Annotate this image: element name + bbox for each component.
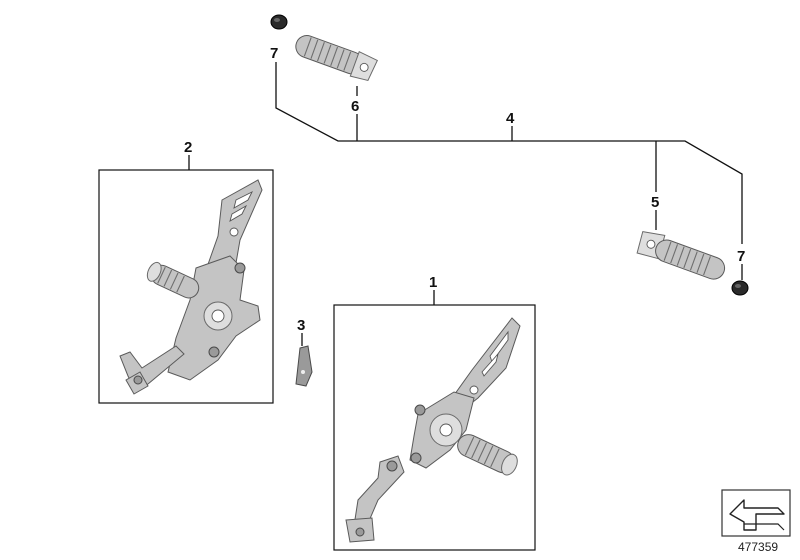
corner-arrow-icon [721,489,791,537]
footpeg-6 [295,35,378,82]
callout-3: 3 [297,317,305,334]
rubber-cap-bottom [731,280,749,296]
rearset-assembly-2 [119,179,263,395]
callout-1: 1 [429,274,437,291]
callout-7-top: 7 [270,45,278,62]
rearset-assembly-1 [345,317,521,543]
bracket-3 [295,345,313,387]
callout-7-right: 7 [737,248,745,265]
footpeg-5 [636,231,726,280]
callout-2: 2 [184,139,192,156]
frame-assembly-1 [333,304,536,551]
document-number: 477359 [738,540,778,554]
leader-lines-kit [188,62,743,346]
frame-assembly-2 [98,169,274,404]
callout-5: 5 [651,194,659,211]
rubber-cap-top [270,14,288,30]
callout-6: 6 [351,98,359,115]
callout-4: 4 [506,110,515,127]
